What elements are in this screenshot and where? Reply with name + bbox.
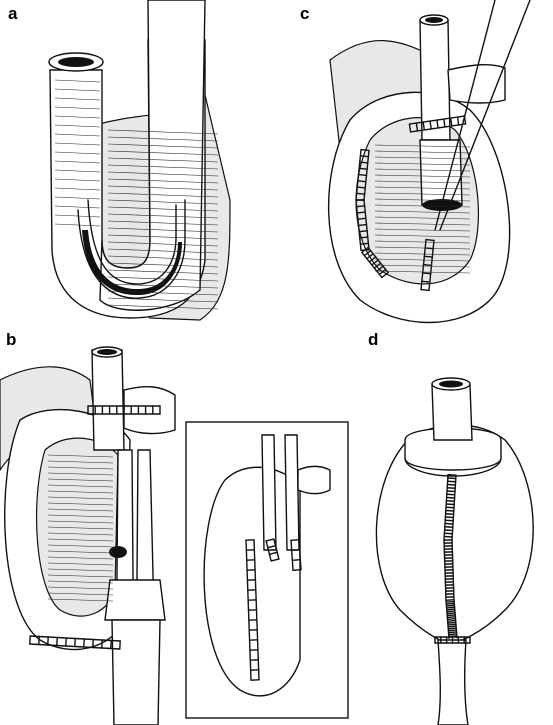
panel-label-a: a: [8, 4, 18, 23]
bowel-limb-right: [99, 0, 206, 311]
panel-c-illustration: [290, 0, 553, 335]
tissue-texture-c: [374, 144, 471, 274]
afferent-limb-c: [419, 14, 506, 141]
tissue-texture-a: [54, 79, 219, 310]
pouch-b: [4, 408, 131, 651]
suture-lines-d: [434, 474, 471, 644]
panel-label-d: d: [368, 330, 379, 349]
inset-box: [185, 421, 349, 719]
suture-lines-b: [29, 405, 302, 681]
pouch-outer-c: [327, 91, 511, 324]
panel-label-c: c: [300, 4, 310, 23]
panel-d-illustration: [360, 340, 553, 725]
nipple-valve-collar-d: [404, 427, 502, 477]
tissue-texture-b: [47, 454, 114, 602]
suture-lines-c: [355, 115, 467, 292]
panel-a-illustration: [0, 0, 260, 330]
stay-sutures-c: [434, 0, 531, 231]
efferent-limb-d: [437, 639, 469, 725]
panel-label-b: b: [6, 330, 17, 349]
afferent-limb-b: [91, 346, 176, 451]
stoma-d: [431, 377, 473, 441]
panel-b-illustration: [0, 340, 360, 725]
stapler-b: [104, 449, 166, 725]
opened-bowel-inner: [77, 199, 186, 299]
